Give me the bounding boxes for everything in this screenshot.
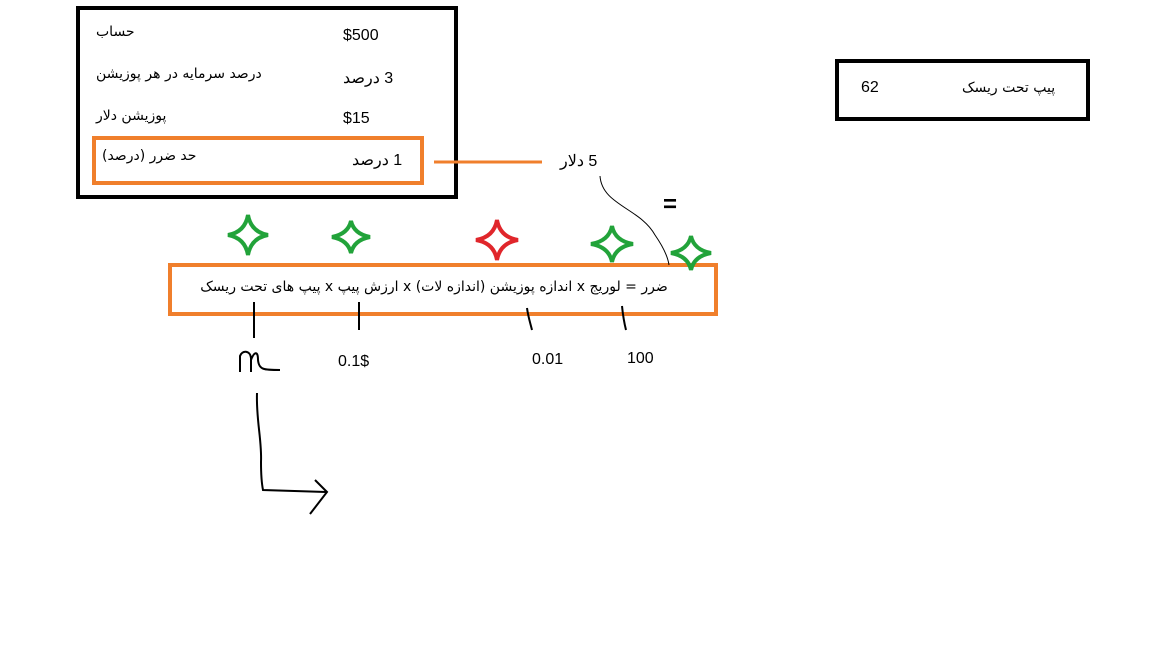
stop-loss-row-highlight <box>92 136 424 185</box>
params-table <box>76 6 458 199</box>
pip-at-risk-value: 62 <box>861 79 879 96</box>
leverage-number: 100 <box>627 350 654 367</box>
equals-mark: = <box>663 191 678 218</box>
param-label-account: حساب <box>96 24 135 40</box>
param-value-account: $500 <box>343 27 379 44</box>
pip-value-number: 0.1$ <box>338 353 370 370</box>
formula-box <box>168 263 718 316</box>
param-value-stop-loss: 1 درصد <box>352 152 403 169</box>
tick-leverage <box>621 305 627 331</box>
param-value-risk-percent: 3 درصد <box>343 70 394 87</box>
lot-size-number: 0.01 <box>532 351 564 368</box>
green-star-icon <box>227 214 269 256</box>
param-label-position-dollar: پوزیشن دلار <box>96 108 167 124</box>
red-star-icon <box>475 219 519 261</box>
green-star-icon <box>670 235 712 271</box>
tick-lot-size <box>526 307 533 331</box>
param-label-stop-loss: حد ضرر (درصد) <box>102 148 197 164</box>
formula-text: ضرر = لوریج x اندازه پوزیشن (اندازه لات)… <box>200 279 668 295</box>
param-value-position-dollar: $15 <box>343 110 370 127</box>
green-star-icon <box>590 225 634 263</box>
green-star-icon <box>331 220 371 254</box>
dollar-to-formula-curve <box>599 175 670 266</box>
handdrawn-squiggle <box>239 350 281 372</box>
pip-at-risk-label: پیپ تحت ریسک <box>962 80 1056 96</box>
stop-loss-dollar-label: 5 دلار <box>560 153 598 170</box>
param-label-risk-percent: درصد سرمایه در هر پوزیشن <box>96 66 262 82</box>
down-right-arrow <box>255 392 327 493</box>
arrow-head-icon <box>309 479 329 515</box>
pip-at-risk-box <box>835 59 1090 121</box>
